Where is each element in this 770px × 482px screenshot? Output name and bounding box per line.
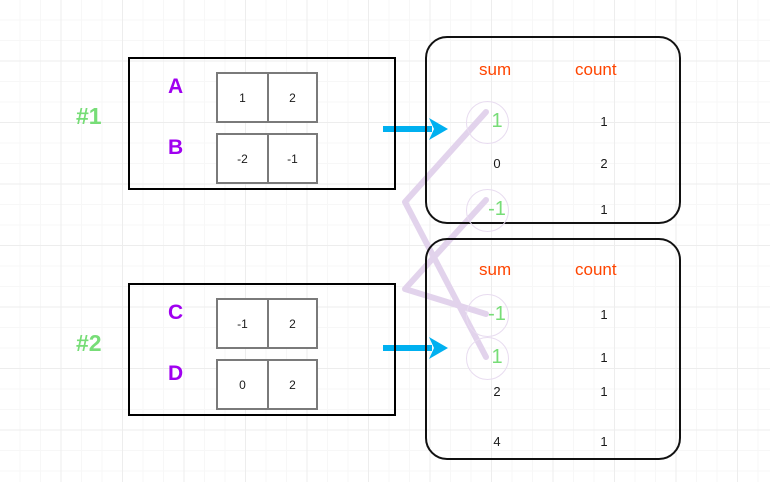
panel-1-count-row-2: 2 — [600, 156, 608, 171]
panel-1-count-row-3: 1 — [600, 202, 608, 217]
aggregate-panel-1: sum count 1 1 0 2 -1 1 — [425, 36, 681, 232]
panel-1-sum-row-2: 0 — [493, 156, 501, 171]
row-label-a: A — [168, 75, 184, 98]
cell-c-1: 2 — [267, 300, 316, 347]
group-label-1: #1 — [76, 103, 102, 129]
row-cells-c: -1 2 — [216, 298, 318, 349]
panel-1-sum-row-1: 1 — [491, 110, 503, 132]
panel-1-count-row-1: 1 — [600, 114, 608, 129]
panel-1-sum-row-3: -1 — [488, 198, 506, 220]
group-label-2: #2 — [76, 330, 102, 356]
row-cells-d: 0 2 — [216, 359, 318, 410]
row-label-c: C — [168, 301, 184, 324]
panel-1-header-count: count — [575, 60, 617, 79]
panel-2-count-row-1: 1 — [600, 307, 608, 322]
panel-2-count-row-3: 1 — [600, 384, 608, 399]
panel-2-sum-row-1: -1 — [488, 303, 506, 325]
panel-1-highlight-circle-row-1 — [466, 101, 509, 144]
panel-2-count-row-4: 1 — [600, 434, 608, 449]
panel-2-count-row-2: 1 — [600, 350, 608, 365]
row-cells-a: 1 2 — [216, 72, 318, 123]
input-block-1: A 1 2 B -2 -1 — [128, 57, 396, 190]
cell-b-0: -2 — [237, 151, 248, 166]
cell-c-0: -1 — [237, 316, 248, 331]
panel-2-sum-row-3: 2 — [493, 384, 501, 399]
cell-d-0: 0 — [239, 377, 246, 392]
row-label-b: B — [168, 136, 184, 159]
cell-d-1: 2 — [267, 361, 316, 408]
row-label-d: D — [168, 362, 184, 385]
panel-1-header-sum: sum — [479, 60, 512, 79]
panel-2-sum-row-4: 4 — [493, 434, 501, 449]
panel-1-highlight-circle-row-3 — [466, 189, 509, 232]
panel-2-highlight-circle-row-1 — [466, 294, 509, 337]
row-cells-b: -2 -1 — [216, 133, 318, 184]
aggregate-panel-2: sum count -1 1 1 1 2 1 4 1 — [425, 238, 681, 460]
cell-a-0: 1 — [239, 90, 246, 105]
panel-2-header-sum: sum — [479, 260, 512, 279]
input-block-2: C -1 2 D 0 2 — [128, 283, 396, 416]
panel-2-sum-row-2: 1 — [491, 346, 503, 368]
cell-a-1: 2 — [267, 74, 316, 121]
panel-2-header-count: count — [575, 260, 617, 279]
panel-2-highlight-circle-row-2 — [466, 337, 509, 380]
cell-b-1: -1 — [267, 135, 316, 182]
